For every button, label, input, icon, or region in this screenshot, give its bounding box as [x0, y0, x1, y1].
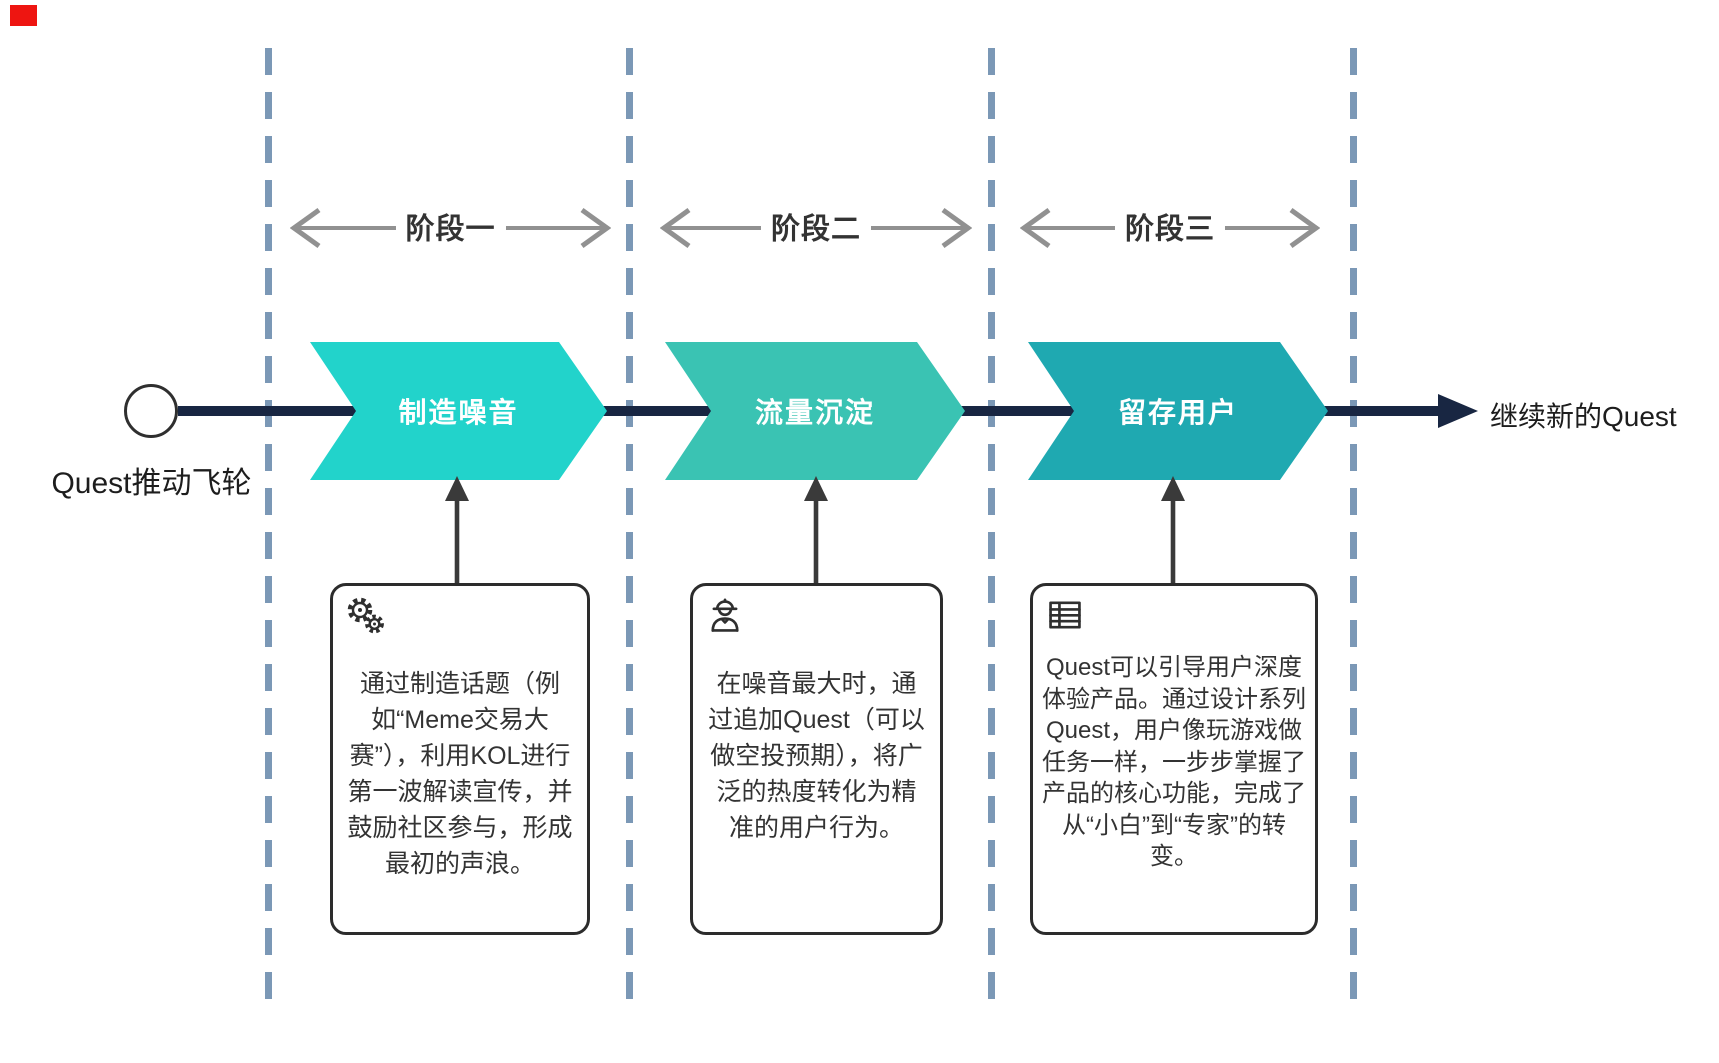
worker-icon [711, 598, 739, 632]
stage-description: 在噪音最大时，通过追加Quest（可以做空投预期），将广泛的热度转化为精准的用户… [708, 670, 925, 842]
up-arrow-icon [445, 476, 469, 584]
stage-chevron-retention: 留存用户 [1028, 342, 1328, 480]
red-marker [10, 5, 37, 26]
phase-divider-2 [626, 48, 633, 1005]
end-label: 继续新的Quest [1490, 401, 1677, 432]
stage-description: Quest可以引导用户深度体验产品。通过设计系列Quest，用户像玩游戏做任务一… [1042, 654, 1306, 870]
phase-divider-3 [988, 48, 995, 1005]
phase-label: 阶段二 [760, 205, 872, 248]
stage-card-noise: 通过制造话题（例如“Meme交易大赛”），利用KOL进行第一波解读宣传，并鼓励社… [330, 583, 590, 935]
stage-card-traffic: 在噪音最大时，通过追加Quest（可以做空投预期），将广泛的热度转化为精准的用户… [690, 583, 943, 935]
start-label: Quest推动飞轮 [51, 467, 252, 500]
stage-chevron-noise: 制造噪音 [310, 342, 607, 480]
phase-divider-4 [1350, 48, 1357, 1005]
stage-description: 通过制造话题（例如“Meme交易大赛”），利用KOL进行第一波解读宣传，并鼓励社… [347, 670, 573, 878]
phase-header-1: 阶段一 [290, 205, 611, 250]
up-arrow-icon [804, 476, 828, 584]
stage-card-retention: Quest可以引导用户深度体验产品。通过设计系列Quest，用户像玩游戏做任务一… [1030, 583, 1318, 935]
phase-divider-1 [265, 48, 272, 1005]
table-icon [1049, 601, 1081, 629]
phase-label: 阶段三 [1114, 205, 1226, 248]
up-arrow-icon [1161, 476, 1185, 584]
stage-title: 制造噪音 [398, 397, 519, 428]
start-node [124, 384, 178, 438]
timeline-arrowhead-icon [1438, 394, 1478, 428]
stage-title: 流量沉淀 [754, 397, 875, 428]
phase-header-3: 阶段三 [1020, 205, 1320, 250]
stage-chevron-traffic: 流量沉淀 [665, 342, 965, 480]
stage-title: 留存用户 [1117, 397, 1238, 428]
gears-icon [347, 597, 384, 634]
phase-header-2: 阶段二 [660, 205, 972, 250]
phase-label: 阶段一 [395, 205, 506, 248]
